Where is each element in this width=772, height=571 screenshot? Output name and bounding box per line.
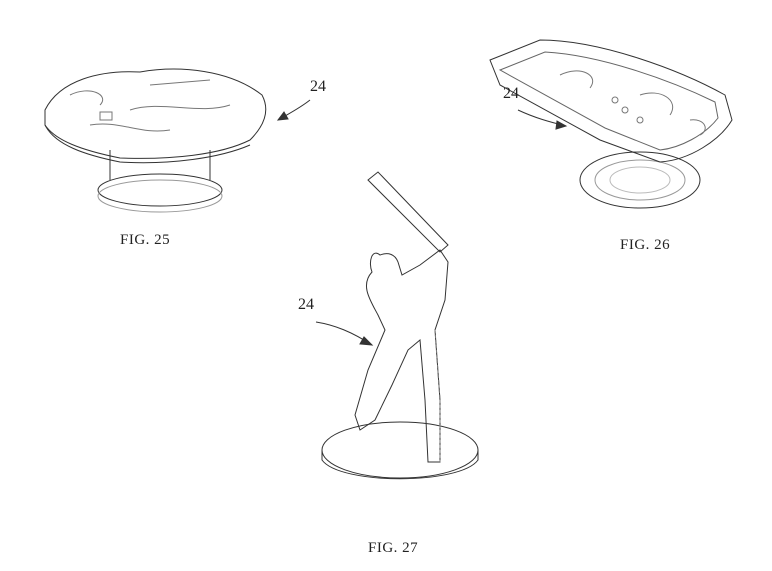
fig26-arrow (518, 110, 566, 129)
fig27-caption: FIG. 27 (368, 540, 418, 557)
fig26-reference-numeral: 24 (503, 85, 519, 103)
fig26-course-model (490, 40, 732, 208)
fig27-golfer-model (322, 172, 478, 479)
fig27-arrow (316, 322, 372, 345)
fig27-reference-numeral: 24 (298, 296, 314, 314)
fig25-reference-numeral: 24 (310, 78, 326, 96)
fig25-terrain-model (45, 69, 266, 212)
fig25-arrow (278, 100, 310, 120)
fig25-caption: FIG. 25 (120, 232, 170, 249)
fig26-caption: FIG. 26 (620, 237, 670, 254)
